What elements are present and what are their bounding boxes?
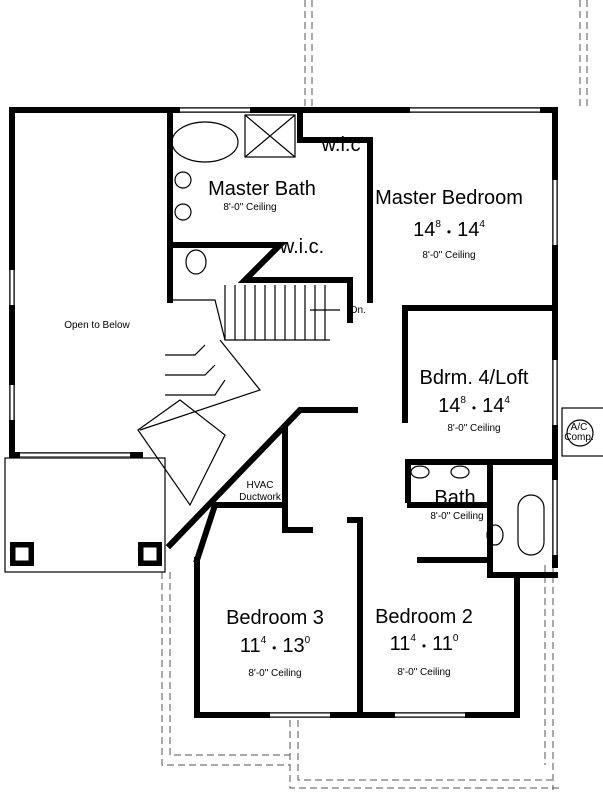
ac-compressor: [561, 407, 603, 457]
bdrm4-label: Bdrm. 4/Loft: [420, 367, 529, 389]
bath-ceiling: 8'-0" Ceiling: [430, 511, 483, 522]
stairs-down-label: Dn.: [350, 305, 366, 316]
bedroom3-dimensions: 114•130: [240, 635, 311, 657]
roof-outline: [161, 0, 588, 790]
hvac-label-2: Ductwork: [239, 492, 282, 503]
bedroom2-ceiling: 8'-0" Ceiling: [397, 667, 450, 678]
master-bedroom-dimensions: 148•144: [413, 219, 485, 241]
hvac-label-1: HVAC: [246, 480, 273, 491]
ac-label-1: A/C: [571, 422, 588, 433]
bedroom2-label: Bedroom 2: [375, 606, 473, 628]
master-bath-label: Master Bath: [208, 178, 316, 200]
bdrm4-dimensions: 148•144: [438, 395, 510, 417]
balcony: [4, 399, 226, 573]
bath-label: Bath: [434, 487, 475, 509]
wic-main-label: w.i.c.: [279, 236, 324, 258]
master-bedroom-label: Master Bedroom: [375, 187, 523, 209]
bdrm4-ceiling: 8'-0" Ceiling: [447, 423, 500, 434]
room-labels: Open to Below Master Bath 8'-0" Ceiling …: [64, 134, 594, 679]
bedroom3-label: Bedroom 3: [226, 607, 324, 629]
master-bedroom-ceiling: 8'-0" Ceiling: [422, 250, 475, 261]
bedroom2-dimensions: 114•110: [390, 633, 459, 655]
ac-label-2: Comp.: [564, 432, 593, 443]
fixtures: [139, 114, 545, 556]
wic-top-label: w.i.c: [321, 134, 361, 156]
bedroom3-ceiling: 8'-0" Ceiling: [248, 668, 301, 679]
open-to-below-label: Open to Below: [64, 320, 130, 331]
windows: [9, 107, 558, 718]
master-bath-ceiling: 8'-0" Ceiling: [223, 202, 276, 213]
